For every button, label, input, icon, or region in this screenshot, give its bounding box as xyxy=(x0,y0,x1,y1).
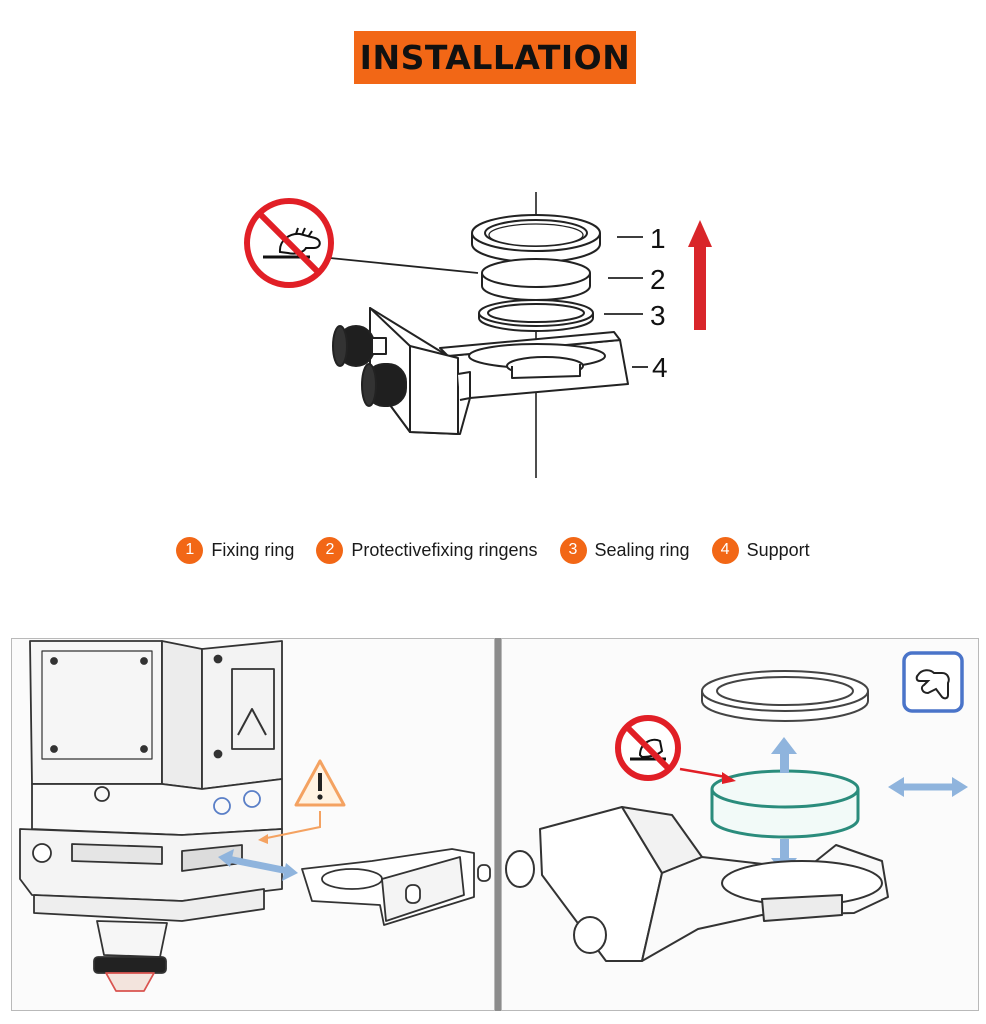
support-holder-part xyxy=(505,806,889,962)
panel-remove-drawer xyxy=(11,638,495,1011)
orange-pointer-arrow xyxy=(258,811,321,844)
warning-icon xyxy=(294,759,346,807)
panel-divider xyxy=(495,638,501,1011)
callout-2: 2 xyxy=(650,264,666,295)
legend-item-protective-lens: 2 Protectivefixing ringens xyxy=(316,536,538,564)
double-arrow-icon xyxy=(218,849,298,881)
no-touch-icon xyxy=(244,198,334,288)
no-touch-icon xyxy=(615,715,681,781)
hand-icon xyxy=(902,651,964,713)
legend-number: 4 xyxy=(711,536,739,564)
exploded-assembly-diagram: 1 2 3 4 xyxy=(244,192,712,478)
callout-1: 1 xyxy=(650,223,666,254)
title-banner: INSTALLATION xyxy=(354,31,636,84)
legend-label: Support xyxy=(746,539,810,560)
legend-label: Protectivefixing ringens xyxy=(351,539,538,560)
legend-label: Sealing ring xyxy=(594,539,690,560)
callout-3: 3 xyxy=(650,300,666,331)
knob-lower xyxy=(361,363,407,407)
callout-leaders xyxy=(319,236,648,368)
page-title: INSTALLATION xyxy=(359,38,631,77)
legend-number: 1 xyxy=(176,536,204,564)
fixing-ring-part xyxy=(471,214,601,263)
lens-replacement-illustration xyxy=(505,651,968,962)
lift-arrow-up xyxy=(771,737,797,773)
up-arrow-icon xyxy=(688,220,712,330)
legend-item-support: 4 Support xyxy=(711,536,810,564)
removed-support-part xyxy=(301,848,491,926)
sealing-ring-part xyxy=(478,299,594,332)
cutting-head-illustration xyxy=(19,640,491,992)
legend-number: 2 xyxy=(316,536,344,564)
legend-label: Fixing ring xyxy=(211,539,295,560)
protective-lens-part xyxy=(481,258,591,301)
cutting-head-body xyxy=(19,640,283,992)
lens-part xyxy=(710,769,860,839)
callout-4: 4 xyxy=(652,352,668,383)
legend-number: 3 xyxy=(559,536,587,564)
red-pointer-arrow xyxy=(679,767,736,784)
panel-replace-lens xyxy=(501,638,979,1011)
support-part xyxy=(332,307,629,435)
installation-panels xyxy=(11,638,979,1011)
knob-upper xyxy=(332,325,387,367)
legend: 1 Fixing ring 2 Protectivefixing ringens… xyxy=(0,533,986,567)
double-arrow-icon xyxy=(888,777,968,797)
top-ring-part xyxy=(701,670,869,722)
legend-item-fixing-ring: 1 Fixing ring xyxy=(176,536,295,564)
legend-item-sealing-ring: 3 Sealing ring xyxy=(559,536,690,564)
